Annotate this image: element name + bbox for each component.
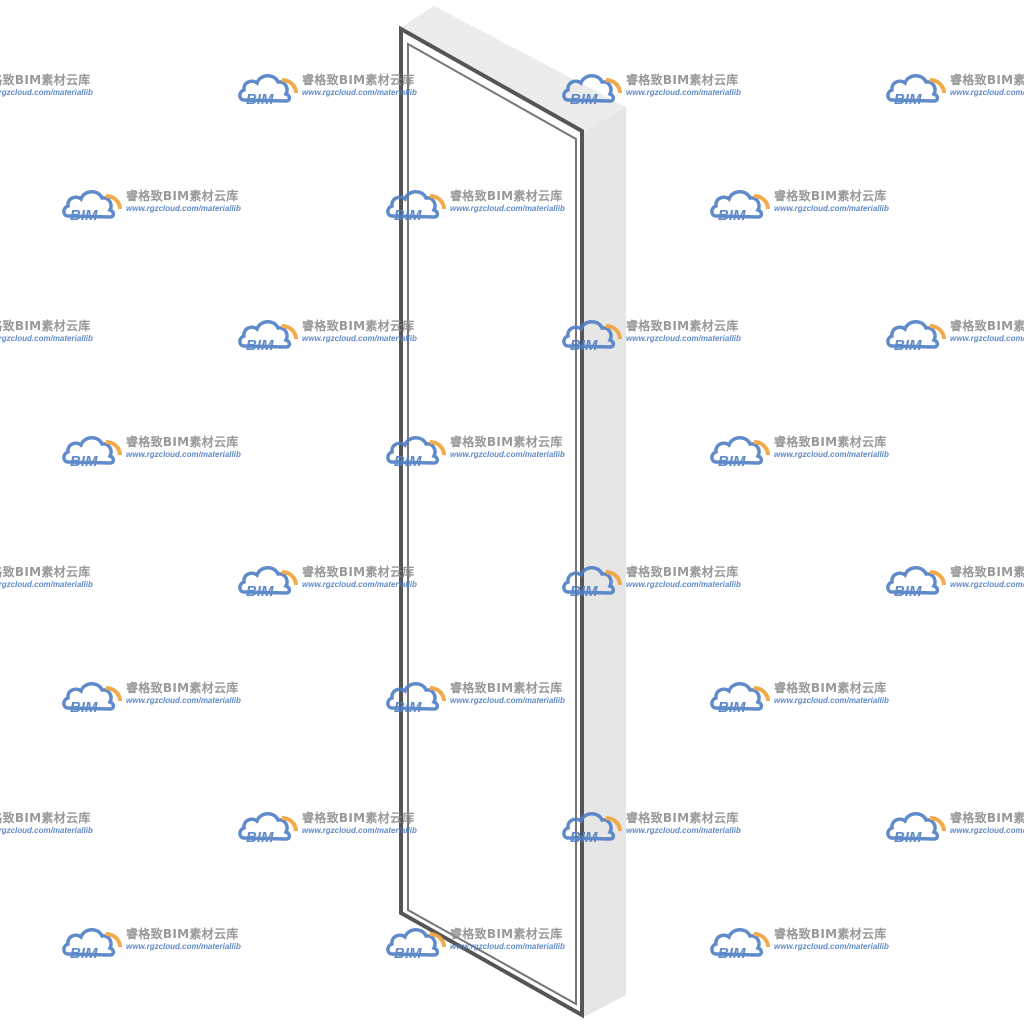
frame-inner-reveal [410,55,572,946]
frame-front-inner [407,42,577,1006]
frame-front-outer [399,25,584,1019]
